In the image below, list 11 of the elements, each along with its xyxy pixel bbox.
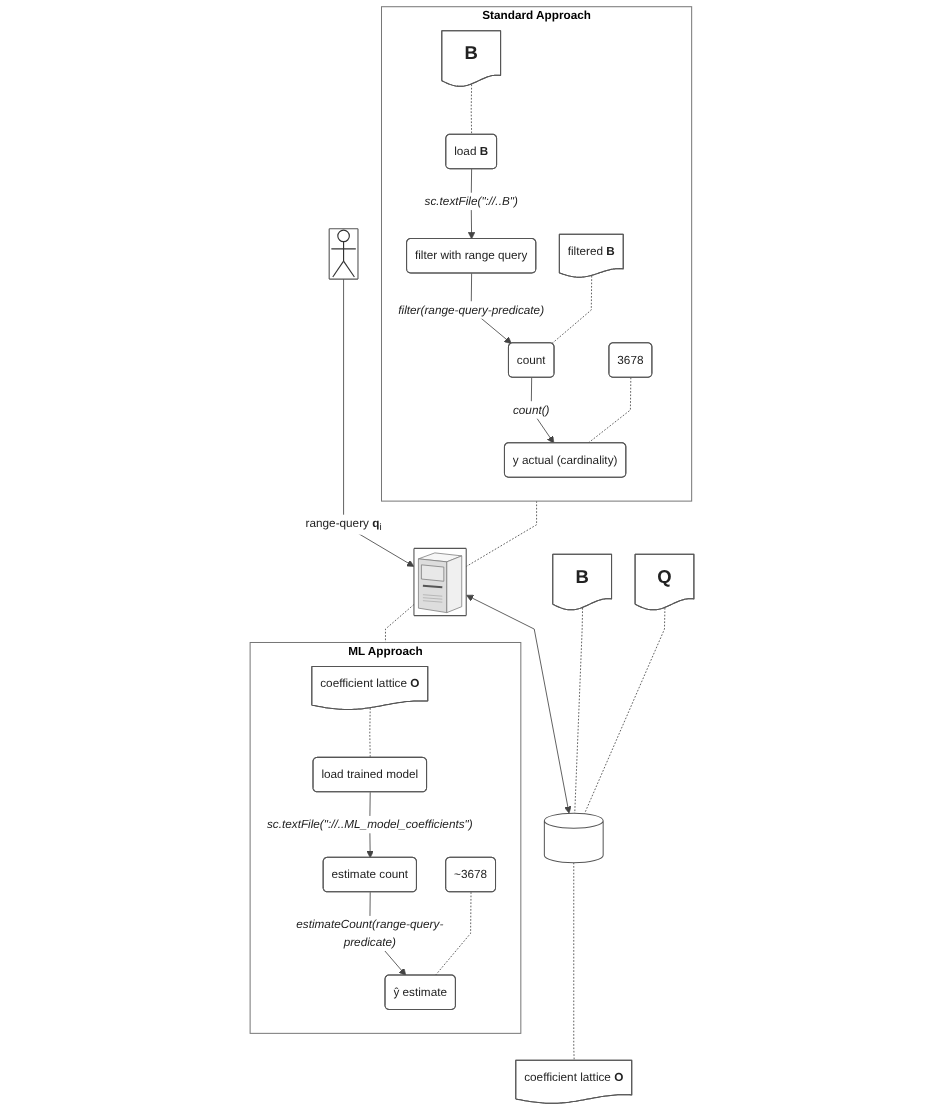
connector bbox=[574, 607, 583, 814]
connector bbox=[470, 84, 473, 136]
connector bbox=[573, 862, 575, 1062]
connector bbox=[584, 607, 666, 815]
connector bbox=[587, 377, 632, 444]
node-cylinder bbox=[543, 812, 604, 864]
connector bbox=[385, 604, 415, 643]
connector bbox=[434, 891, 472, 976]
connector bbox=[465, 500, 537, 567]
connector bbox=[369, 707, 371, 759]
connector bbox=[551, 275, 593, 344]
